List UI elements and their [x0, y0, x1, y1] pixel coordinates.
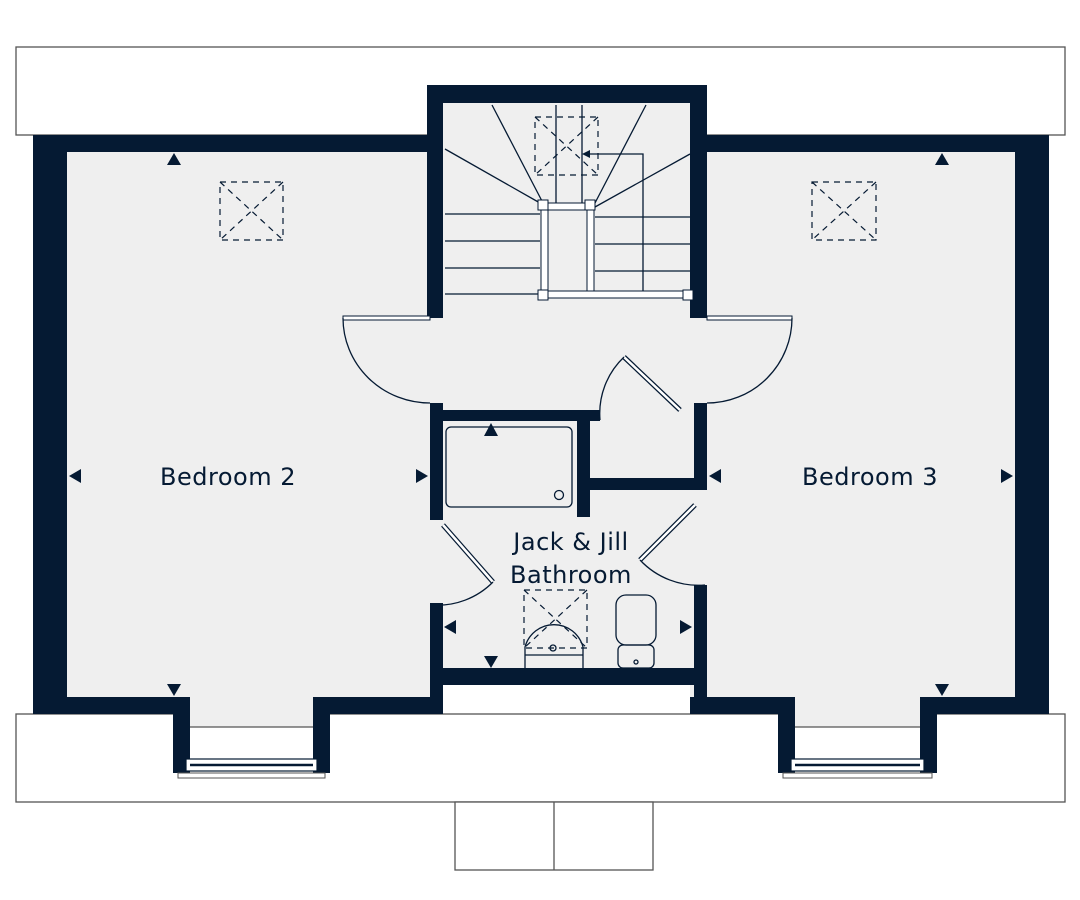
floor-areas	[67, 103, 1015, 727]
staircase	[444, 104, 694, 301]
skylight-icon	[534, 116, 599, 176]
door-bathroom-right	[638, 503, 706, 586]
walls	[33, 85, 1049, 773]
door-bathroom-left	[431, 523, 495, 606]
room-label-bedroom-2: Bedroom 2	[160, 463, 296, 491]
doors	[342, 315, 793, 606]
bay-windows	[177, 726, 933, 779]
roof-outline	[15, 46, 1066, 871]
room-label-bathroom-line1: Jack & Jill	[511, 528, 628, 556]
skylights	[219, 116, 877, 649]
door-bedroom-3	[706, 315, 793, 404]
skylight-icon	[219, 181, 284, 241]
door-cupboard	[599, 355, 682, 421]
shower-tray	[445, 426, 573, 508]
door-bedroom-2	[342, 315, 431, 404]
dimension-markers	[69, 153, 1013, 696]
skylight-icon	[523, 589, 588, 649]
basin	[524, 624, 584, 668]
skylight-icon	[811, 181, 877, 241]
room-label-bathroom-line2: Bathroom	[510, 561, 632, 589]
room-label-bedroom-3: Bedroom 3	[802, 463, 938, 491]
toilet	[615, 594, 657, 669]
